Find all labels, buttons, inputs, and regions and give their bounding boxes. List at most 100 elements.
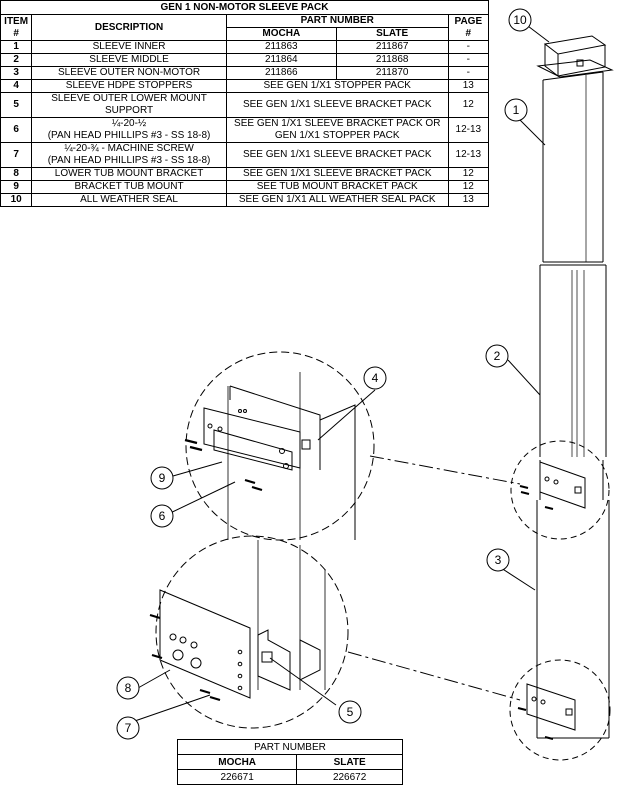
table-row: 8 LOWER TUB MOUNT BRACKET SEE GEN 1/X1 S…: [0, 167, 490, 181]
sleeve-inner-part: [542, 71, 604, 263]
item-number: 3: [0, 66, 33, 80]
slate-part-number: 211870: [335, 66, 449, 80]
page-number: -: [447, 53, 490, 67]
sleeve-middle-part: [539, 264, 607, 457]
table-row: 5 SLEEVE OUTER LOWER MOUNT SUPPORT SEE G…: [0, 92, 490, 118]
table-row: 10 ALL WEATHER SEAL SEE GEN 1/X1 ALL WEA…: [0, 193, 490, 207]
table-row: 3 SLEEVE OUTER NON-MOTOR 211866 211870 -: [0, 66, 490, 80]
callout-5: 5: [338, 700, 362, 724]
svg-text:10: 10: [513, 13, 527, 27]
table-row: 7 ¼-20-¾ - MACHINE SCREW (PAN HEAD PHILL…: [0, 142, 490, 168]
item-description-line2: SUPPORT: [104, 105, 154, 116]
svg-text:2: 2: [494, 349, 501, 363]
callout-6: 6: [150, 504, 174, 528]
page-number: 13: [447, 193, 490, 207]
assembly-slate-value: 226672: [296, 769, 403, 785]
item-description-line1: SLEEVE OUTER LOWER MOUNT: [51, 93, 207, 104]
table-row: 2 SLEEVE MIDDLE 211864 211868 -: [0, 53, 490, 67]
assembly-mocha-value: 226671: [176, 769, 298, 785]
callout-4: 4: [363, 366, 387, 390]
part-reference: SEE GEN 1/X1 STOPPER PACK: [225, 79, 449, 93]
slate-part-number: 211867: [335, 40, 449, 54]
item-number: 1: [0, 40, 33, 54]
assembly-slate-label: SLATE: [296, 754, 403, 770]
header-description: DESCRIPTION: [31, 14, 227, 41]
sleeve-outer-part: [517, 460, 610, 740]
assembly-part-number-header: PART NUMBER: [177, 739, 403, 755]
svg-text:6: 6: [159, 509, 166, 523]
page-number: -: [447, 66, 490, 80]
page-number: 12-13: [447, 117, 490, 143]
item-description: ¼-20-¾ - MACHINE SCREW (PAN HEAD PHILLIP…: [31, 142, 227, 168]
item-number: 9: [0, 180, 33, 194]
part-reference-line1: SEE GEN 1/X1 SLEEVE BRACKET PACK OR: [234, 118, 441, 129]
header-page-line2: #: [465, 27, 472, 39]
header-page-line1: PAGE: [454, 15, 483, 27]
page-number: 12-13: [447, 142, 490, 168]
callout-10: 10: [508, 8, 532, 32]
item-description: BRACKET TUB MOUNT: [31, 180, 227, 194]
header-slate: SLATE: [335, 27, 449, 41]
item-description-line2: (PAN HEAD PHILLIPS #3 - SS 18-8): [47, 155, 211, 166]
svg-text:8: 8: [125, 681, 132, 695]
table-row: 9 BRACKET TUB MOUNT SEE TUB MOUNT BRACKE…: [0, 180, 490, 194]
svg-text:9: 9: [159, 471, 166, 485]
detail-view-lower: [149, 535, 521, 729]
item-description: SLEEVE MIDDLE: [31, 53, 227, 67]
table-row: 6 ¼-20-½ (PAN HEAD PHILLIPS #3 - SS 18-8…: [0, 117, 490, 143]
item-number: 4: [0, 79, 33, 93]
callout-9: 9: [150, 466, 174, 490]
svg-text:5: 5: [347, 705, 354, 719]
parts-table-subheader-row: MOCHA SLATE: [1, 27, 489, 41]
header-part-number: PART NUMBER: [225, 14, 449, 28]
assembly-mocha-label: MOCHA: [176, 754, 298, 770]
header-mocha: MOCHA: [225, 27, 337, 41]
page-number: -: [447, 40, 490, 54]
page-number: 12: [447, 180, 490, 194]
mocha-part-number: 211866: [225, 66, 337, 80]
mocha-part-number: 211863: [225, 40, 337, 54]
item-number: 2: [0, 53, 33, 67]
part-reference: SEE GEN 1/X1 SLEEVE BRACKET PACK: [225, 92, 449, 118]
callout-7: 7: [116, 716, 140, 740]
part-reference-line2: GEN 1/X1 STOPPER PACK: [274, 130, 400, 141]
item-description: SLEEVE OUTER LOWER MOUNT SUPPORT: [31, 92, 227, 118]
item-description: ALL WEATHER SEAL: [31, 193, 227, 207]
item-number: 7: [0, 142, 33, 168]
header-page: PAGE #: [447, 14, 490, 41]
parts-table-title-row: GEN 1 NON-MOTOR SLEEVE PACK: [0, 0, 489, 15]
item-description-line1: ¼-20-½: [111, 118, 147, 129]
svg-text:7: 7: [125, 721, 132, 735]
mocha-part-number: 211864: [225, 53, 337, 67]
assembly-part-number-table: PART NUMBER MOCHA SLATE 226671 226672: [176, 739, 403, 785]
sleeve-assembly: [509, 35, 614, 761]
item-number: 8: [0, 167, 33, 181]
callout-2: 2: [485, 344, 509, 368]
slate-part-number: 211868: [335, 53, 449, 67]
page-number: 13: [447, 79, 490, 93]
callout-1: 1: [504, 98, 528, 122]
header-item-line1: ITEM: [4, 15, 29, 27]
svg-text:1: 1: [513, 103, 520, 117]
item-description: SLEEVE INNER: [31, 40, 227, 54]
all-weather-seal-part: [536, 35, 614, 78]
item-number: 10: [0, 193, 33, 207]
page-number: 12: [447, 167, 490, 181]
header-item-line2: #: [13, 27, 19, 39]
callout-3: 3: [486, 548, 510, 572]
item-description: SLEEVE OUTER NON-MOTOR: [31, 66, 227, 80]
part-reference: SEE GEN 1/X1 SLEEVE BRACKET PACK: [225, 167, 449, 181]
part-reference: SEE TUB MOUNT BRACKET PACK: [225, 180, 449, 194]
part-reference: SEE GEN 1/X1 SLEEVE BRACKET PACK OR GEN …: [225, 117, 449, 143]
item-description: LOWER TUB MOUNT BRACKET: [31, 167, 227, 181]
item-description-line1: ¼-20-¾ - MACHINE SCREW: [64, 143, 194, 154]
parts-table-title: GEN 1 NON-MOTOR SLEEVE PACK: [0, 0, 489, 15]
item-number: 6: [0, 117, 33, 143]
item-description-line2: (PAN HEAD PHILLIPS #3 - SS 18-8): [47, 130, 211, 141]
header-item: ITEM #: [0, 14, 33, 41]
item-description: SLEEVE HDPE STOPPERS: [31, 79, 227, 93]
item-description: ¼-20-½ (PAN HEAD PHILLIPS #3 - SS 18-8): [31, 117, 227, 143]
parts-table: GEN 1 NON-MOTOR SLEEVE PACK ITEM # DESCR…: [0, 0, 490, 207]
svg-text:4: 4: [372, 371, 379, 385]
